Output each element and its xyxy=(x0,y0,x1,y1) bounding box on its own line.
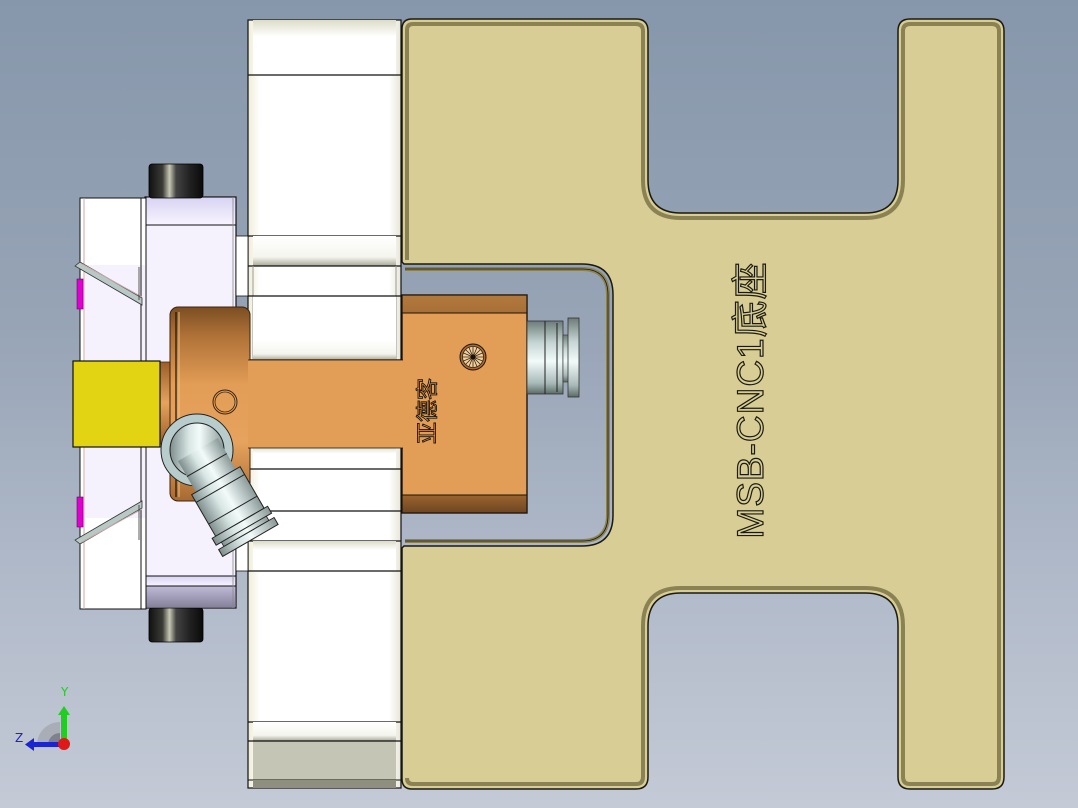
rubber-bumper-top xyxy=(148,163,204,199)
z-axis-arrow xyxy=(25,738,64,751)
base-plate-label: MSB-CNC1底座 xyxy=(729,261,771,539)
air-fitting-right[interactable] xyxy=(526,317,580,398)
y-axis-arrow xyxy=(58,706,70,744)
triad-graphic xyxy=(25,706,70,751)
breather-vent-icon xyxy=(459,343,487,371)
z-axis-label: Z xyxy=(15,731,24,745)
magenta-stop-upper xyxy=(76,278,84,310)
yellow-pad[interactable] xyxy=(72,360,161,448)
cylinder-block[interactable] xyxy=(401,294,528,514)
origin-point xyxy=(58,738,70,750)
elbow-fitting[interactable] xyxy=(160,413,279,558)
rubber-bumper-bottom xyxy=(148,607,204,643)
upper-jaw-block[interactable] xyxy=(247,19,402,361)
magenta-stop-lower xyxy=(76,496,84,528)
base-plate[interactable] xyxy=(401,18,1005,790)
guide-rod-upper xyxy=(235,235,249,297)
lower-jaw-block[interactable] xyxy=(247,446,402,789)
y-axis-label: Y xyxy=(61,685,69,699)
axis-triad[interactable]: Y Z xyxy=(10,685,80,755)
cylinder-brand-label: 亚德客 xyxy=(416,377,442,445)
